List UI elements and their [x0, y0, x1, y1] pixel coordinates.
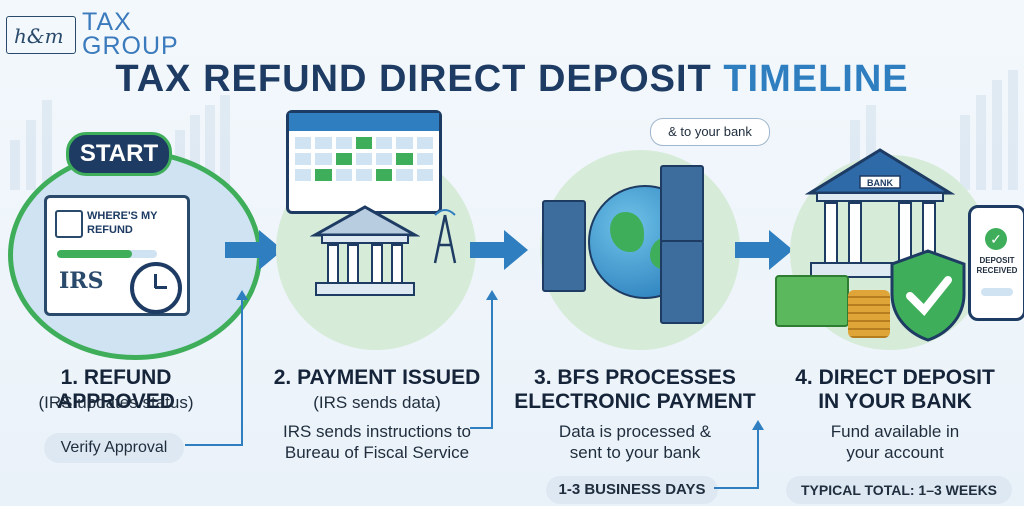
step4-desc-line2: your account: [846, 443, 944, 462]
step3-desc-line2: sent to your bank: [569, 443, 701, 462]
check-circle-icon: ✓: [985, 228, 1007, 250]
bank-route-bubble: & to your bank: [650, 118, 770, 146]
server-top-right-icon: [660, 165, 704, 244]
start-badge: START: [66, 132, 172, 176]
brand-logo: h&m TAX GROUP: [6, 4, 186, 60]
phone-line1: DEPOSIT: [979, 256, 1015, 265]
typical-total-pill: TYPICAL TOTAL: 1–3 WEEKS: [786, 476, 1012, 504]
logo-script: h&m: [14, 24, 64, 48]
step1-label: 1. REFUND APPROVED: [57, 366, 175, 413]
step4-label-line2: IN YOUR BANK: [818, 390, 972, 413]
step2-desc-line1: IRS sends instructions to: [282, 422, 472, 441]
signal-tower-icon: [433, 209, 457, 264]
connector-line-1: [185, 290, 248, 446]
logo-text-tax: TAX: [82, 8, 132, 36]
step4-label-line1: 4. DIRECT DEPOSIT: [795, 366, 995, 389]
arrow-step3-to-4: [735, 230, 793, 270]
step1-sub: (IRS updates status): [38, 393, 194, 412]
government-building-icon: [310, 205, 420, 296]
arrow-step2-to-3: [470, 230, 528, 270]
screen-heading-line1: WHERE'S MY: [87, 210, 158, 222]
irs-text: IRS: [59, 268, 104, 294]
coin-stack-icon: [848, 290, 890, 338]
verify-approval-pill: Verify Approval: [44, 433, 184, 463]
screen-heading-line2: REFUND: [87, 224, 133, 236]
logo-text-group: GROUP: [82, 32, 179, 60]
security-shield-icon: [890, 249, 966, 342]
clock-icon: [130, 262, 182, 314]
step3-label-line2: ELECTRONIC PAYMENT: [514, 390, 756, 413]
title-main: TAX REFUND DIRECT DEPOSIT: [115, 58, 712, 100]
progress-bar: [57, 250, 157, 258]
step2-desc-line2: Bureau of Fiscal Service: [284, 443, 470, 462]
server-left-icon: [542, 200, 586, 292]
connector-line-2: [470, 290, 498, 429]
irs-screen: WHERE'S MY REFUND IRS: [44, 195, 190, 316]
phone-line2: RECEIVED: [976, 266, 1018, 275]
irs-logo-icon: [55, 210, 83, 238]
step4-desc-line1: Fund available in: [830, 422, 960, 441]
logo-frame: [6, 16, 76, 54]
step2-sub: (IRS sends data): [313, 393, 441, 412]
step3-desc-line1: Data is processed &: [558, 422, 712, 441]
connector-line-3: [714, 420, 764, 489]
bank-sign: BANK: [867, 178, 893, 188]
arrow-step1-to-2: [225, 230, 283, 270]
business-days-pill: 1-3 BUSINESS DAYS: [546, 476, 718, 504]
server-bottom-right-icon: [660, 240, 704, 324]
page-title: TAX REFUND DIRECT DEPOSIT TIMELINE: [0, 58, 1024, 101]
title-accent: TIMELINE: [723, 58, 909, 100]
money-stack-icon: [775, 275, 849, 327]
step2-label: 2. PAYMENT ISSUED: [273, 366, 481, 389]
calendar-icon: [286, 110, 442, 214]
phone-icon: ✓ DEPOSIT RECEIVED: [968, 205, 1024, 321]
step3-label-line1: 3. BFS PROCESSES: [534, 366, 736, 389]
